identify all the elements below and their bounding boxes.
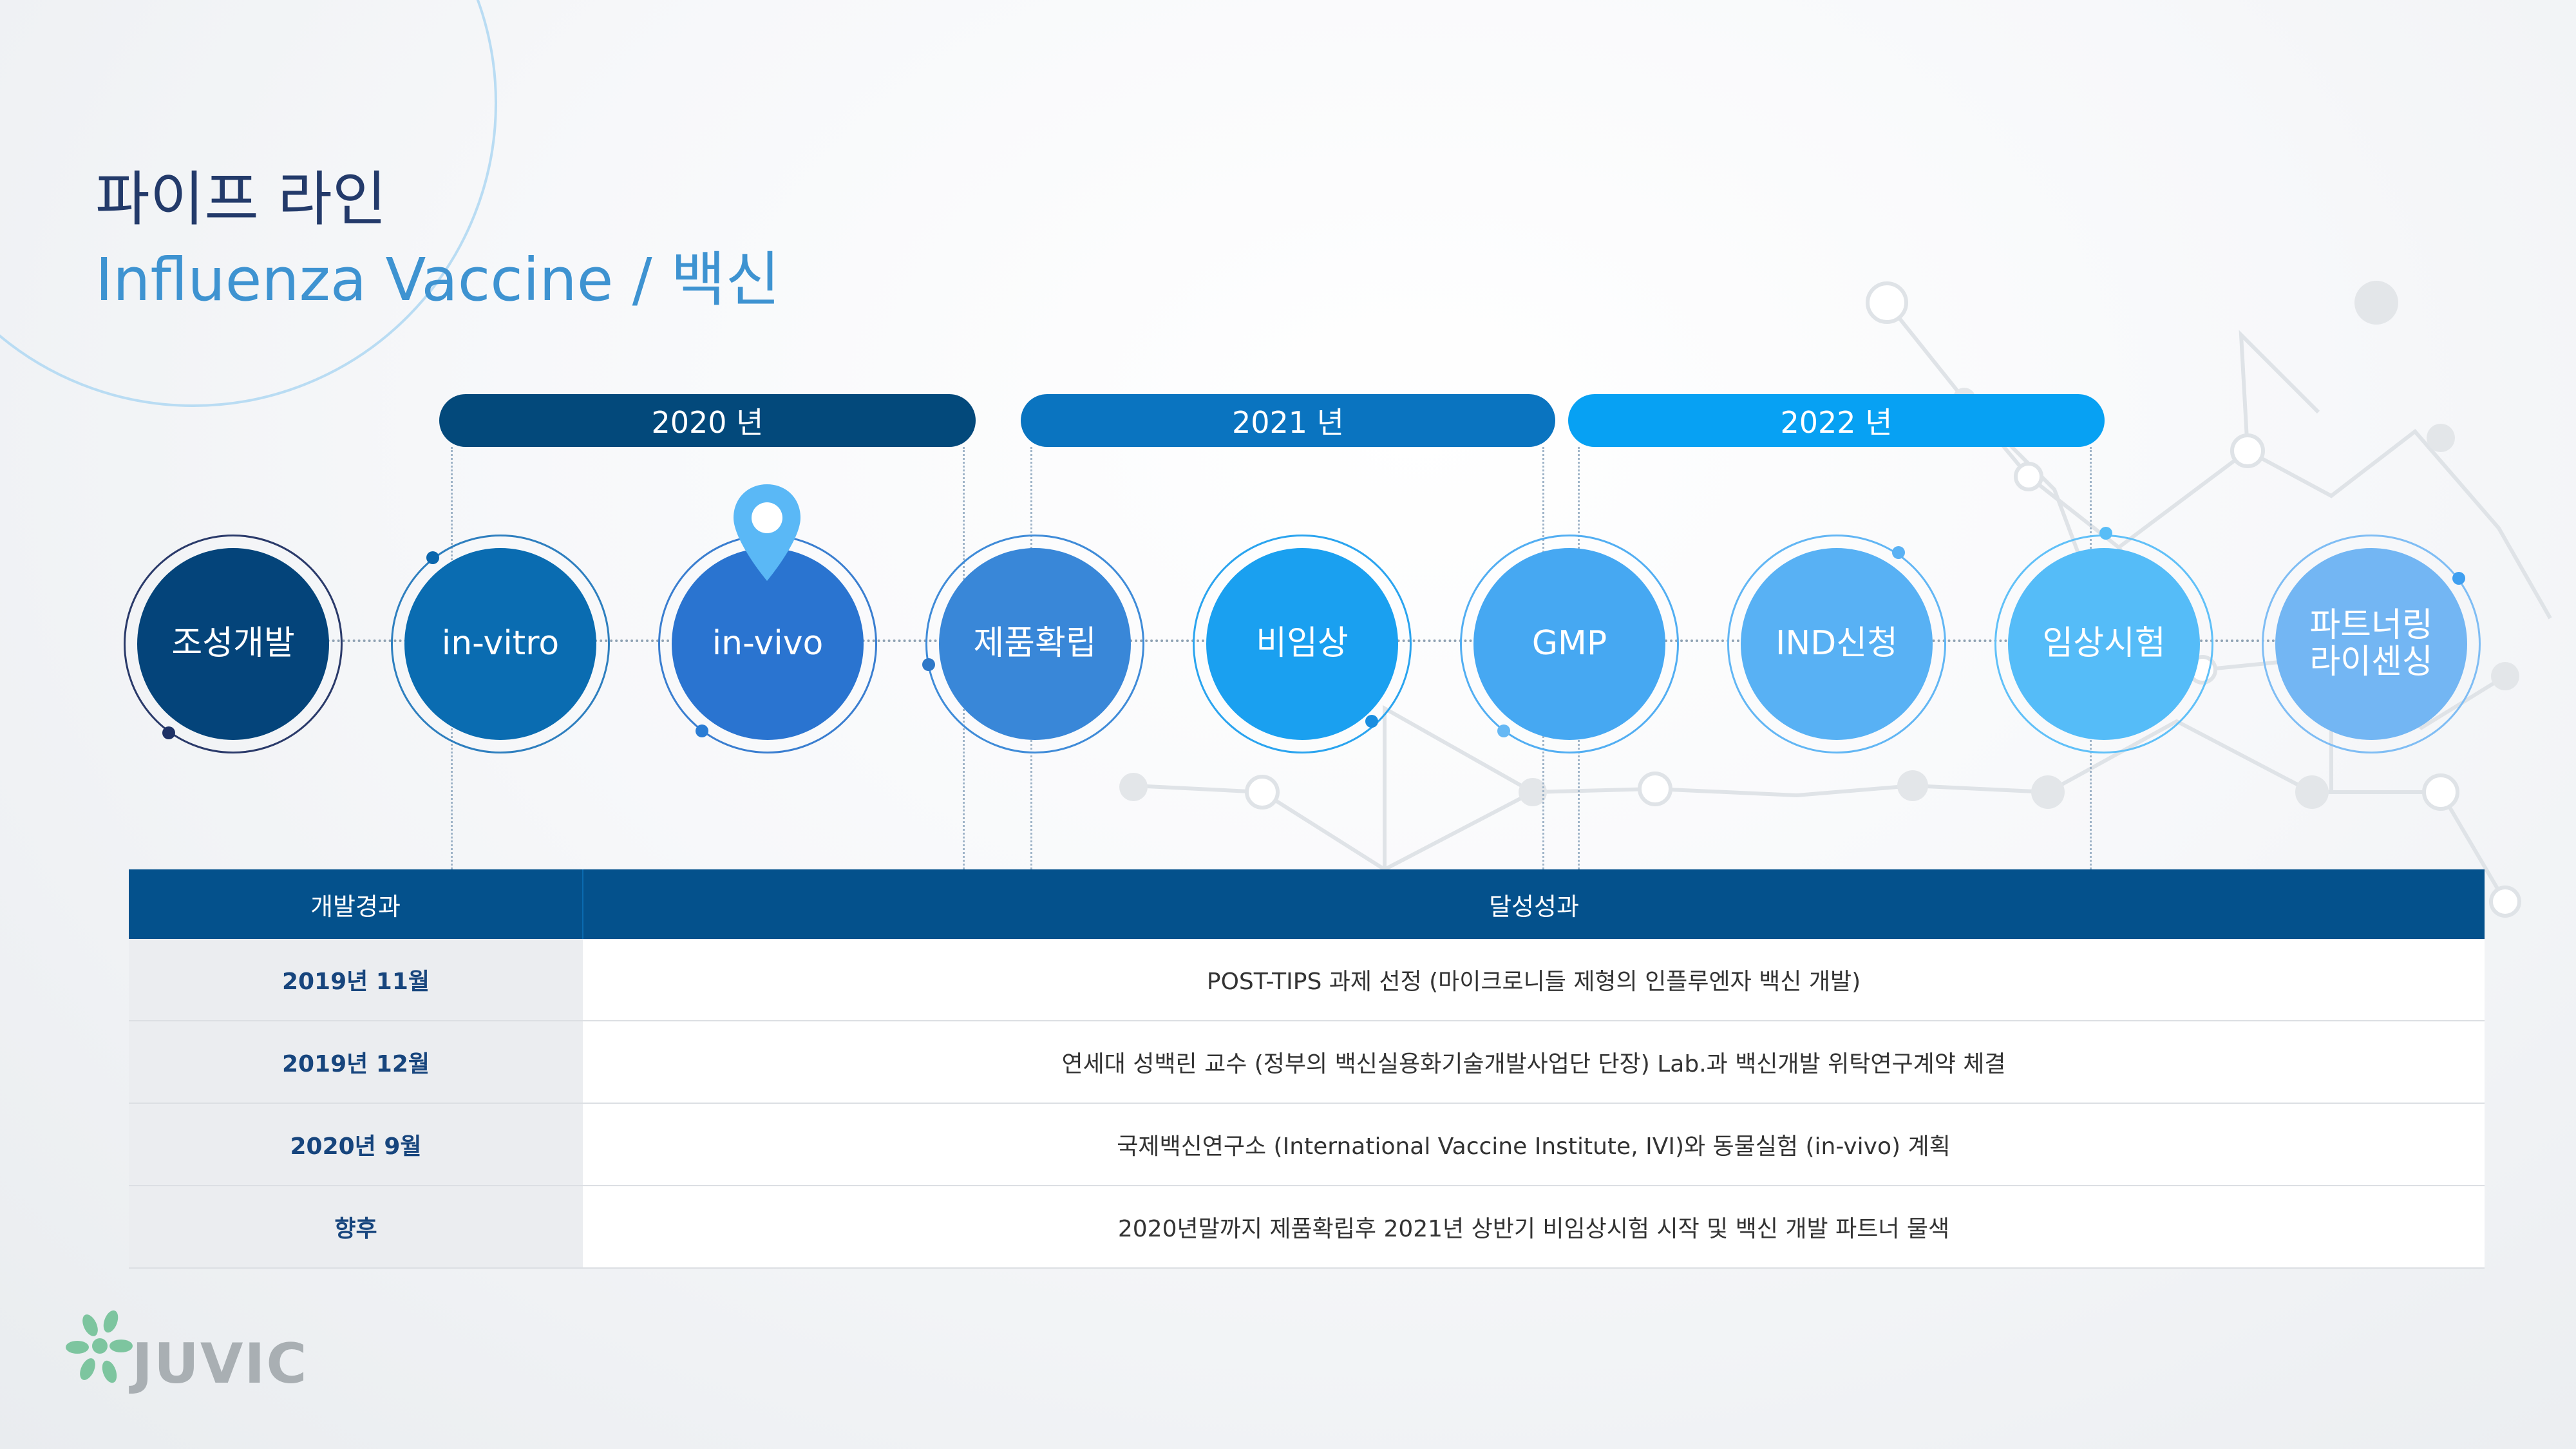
year-bar-2020: 2020 년	[439, 394, 976, 447]
stage-node-1: 조성개발	[124, 535, 343, 753]
row-date: 2019년 11월	[129, 939, 583, 1021]
orbit-dot	[922, 658, 935, 671]
orbit-dot	[426, 551, 439, 564]
stage-label: 파트너링 라이센싱	[2275, 548, 2467, 740]
table-row: 2019년 11월 POST-TIPS 과제 선정 (마이크로니들 제형의 인플…	[129, 939, 2485, 1021]
stage-node-7: IND신청	[1727, 535, 1946, 753]
row-result: 연세대 성백린 교수 (정부의 백신실용화기술개발사업단 단장) Lab.과 백…	[583, 1021, 2485, 1104]
stage-label: 조성개발	[137, 548, 329, 740]
page-title: 파이프 라인	[95, 165, 387, 234]
stage-node-6: GMP	[1460, 535, 1679, 753]
stage-node-5: 비임상	[1193, 535, 1412, 753]
stage-label: in-vitro	[404, 548, 596, 740]
table-row: 2020년 9월 국제백신연구소 (International Vaccine …	[129, 1103, 2485, 1186]
row-date: 2020년 9월	[129, 1103, 583, 1186]
stage-label: 제품확립	[939, 548, 1131, 740]
orbit-dot	[2099, 527, 2112, 540]
orbit-dot	[696, 724, 708, 737]
stage-node-4: 제품확립	[925, 535, 1144, 753]
orbit-dot	[1497, 724, 1510, 737]
table-row: 2019년 12월 연세대 성백린 교수 (정부의 백신실용화기술개발사업단 단…	[129, 1021, 2485, 1104]
stage-node-8: 임상시험	[1994, 535, 2213, 753]
stage-label: in-vivo	[672, 548, 864, 740]
location-pin-icon	[734, 484, 800, 581]
row-result: 국제백신연구소 (International Vaccine Institute…	[583, 1103, 2485, 1186]
stage-node-9: 파트너링 라이센싱	[2262, 535, 2481, 753]
row-result: 2020년말까지 제품확립후 2021년 상반기 비임상시험 시작 및 백신 개…	[583, 1186, 2485, 1269]
table-row: 향후 2020년말까지 제품확립후 2021년 상반기 비임상시험 시작 및 백…	[129, 1186, 2485, 1269]
orbit-dot	[1365, 715, 1378, 728]
header-progress: 개발경과	[129, 869, 583, 939]
table-header-row: 개발경과 달성성과	[129, 869, 2485, 939]
stage-label: 비임상	[1206, 548, 1398, 740]
orbit-dot	[1892, 546, 1905, 559]
progress-table: 개발경과 달성성과 2019년 11월 POST-TIPS 과제 선정 (마이크…	[129, 869, 2485, 1269]
year-bar-2021: 2021 년	[1021, 394, 1555, 447]
stage-label: 임상시험	[2008, 548, 2200, 740]
header-achievement: 달성성과	[583, 869, 2485, 939]
page-subtitle: Influenza Vaccine / 백신	[95, 245, 781, 314]
stage-node-3: in-vivo	[658, 535, 877, 753]
orbit-dot	[2452, 572, 2465, 585]
row-result: POST-TIPS 과제 선정 (마이크로니들 제형의 인플루엔자 백신 개발)	[583, 939, 2485, 1021]
logo-text: JUVIC	[132, 1332, 308, 1396]
stage-label: GMP	[1473, 548, 1665, 740]
stage-label: IND신청	[1741, 548, 1933, 740]
row-date: 향후	[129, 1186, 583, 1269]
row-date: 2019년 12월	[129, 1021, 583, 1104]
year-bar-2022: 2022 년	[1568, 394, 2105, 447]
orbit-dot	[162, 726, 175, 739]
stage-node-2: in-vitro	[391, 535, 610, 753]
juvic-logo-icon	[66, 1310, 133, 1383]
